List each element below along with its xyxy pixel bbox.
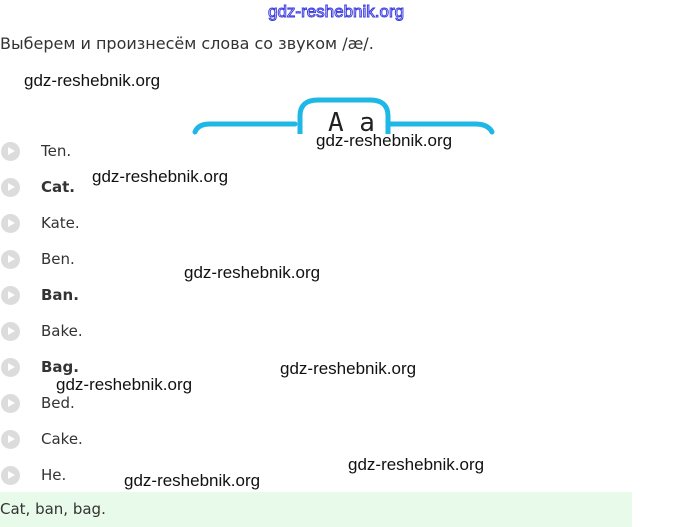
list-item: Cake. <box>0 427 300 451</box>
play-audio-icon[interactable] <box>1 393 20 413</box>
play-audio-icon[interactable] <box>1 249 20 269</box>
watermark: gdz-reshebnik.org <box>280 359 417 378</box>
list-item: Ban. <box>0 283 300 307</box>
task-text: Выберем и произнесём слова со звуком /æ/… <box>0 34 374 53</box>
watermark: gdz-reshebnik.org <box>184 263 321 282</box>
list-item: He. <box>0 463 300 487</box>
word-label: Ban. <box>41 286 79 304</box>
letter-header-frame <box>192 97 495 135</box>
list-item: Bed. <box>0 391 300 415</box>
watermark: gdz-reshebnik.org <box>316 131 453 150</box>
letter-badge: A a <box>328 108 375 138</box>
watermark: gdz-reshebnik.org <box>348 455 485 474</box>
play-audio-icon[interactable] <box>1 357 20 377</box>
watermark: gdz-reshebnik.org <box>56 375 193 394</box>
play-audio-icon[interactable] <box>1 429 20 449</box>
watermark: gdz-reshebnik.org <box>124 471 261 490</box>
word-label: Kate. <box>41 214 80 232</box>
play-audio-icon[interactable] <box>1 321 20 341</box>
word-label: Ten. <box>41 142 72 160</box>
watermark: gdz-reshebnik.org <box>24 71 161 90</box>
list-item: Bake. <box>0 319 300 343</box>
watermark: gdz-reshebnik.org <box>92 167 229 186</box>
list-item: Kate. <box>0 211 300 235</box>
word-label: Cat. <box>41 178 75 196</box>
word-label: Bag. <box>41 358 79 376</box>
list-item: Ben. <box>0 247 300 271</box>
answer-box: Cat, ban, bag. <box>0 492 632 527</box>
list-item: Ten. <box>0 139 300 163</box>
word-label: Bed. <box>41 394 75 412</box>
play-audio-icon[interactable] <box>1 141 20 161</box>
word-label: He. <box>41 466 67 484</box>
play-audio-icon[interactable] <box>1 465 20 485</box>
list-item: Bag. <box>0 355 300 379</box>
watermark: gdz-reshebnik.org <box>267 2 405 22</box>
word-label: Cake. <box>41 430 83 448</box>
play-audio-icon[interactable] <box>1 213 20 233</box>
play-audio-icon[interactable] <box>1 285 20 305</box>
list-item: Cat. <box>0 175 300 199</box>
word-label: Ben. <box>41 250 75 268</box>
play-audio-icon[interactable] <box>1 177 20 197</box>
word-label: Bake. <box>41 322 83 340</box>
